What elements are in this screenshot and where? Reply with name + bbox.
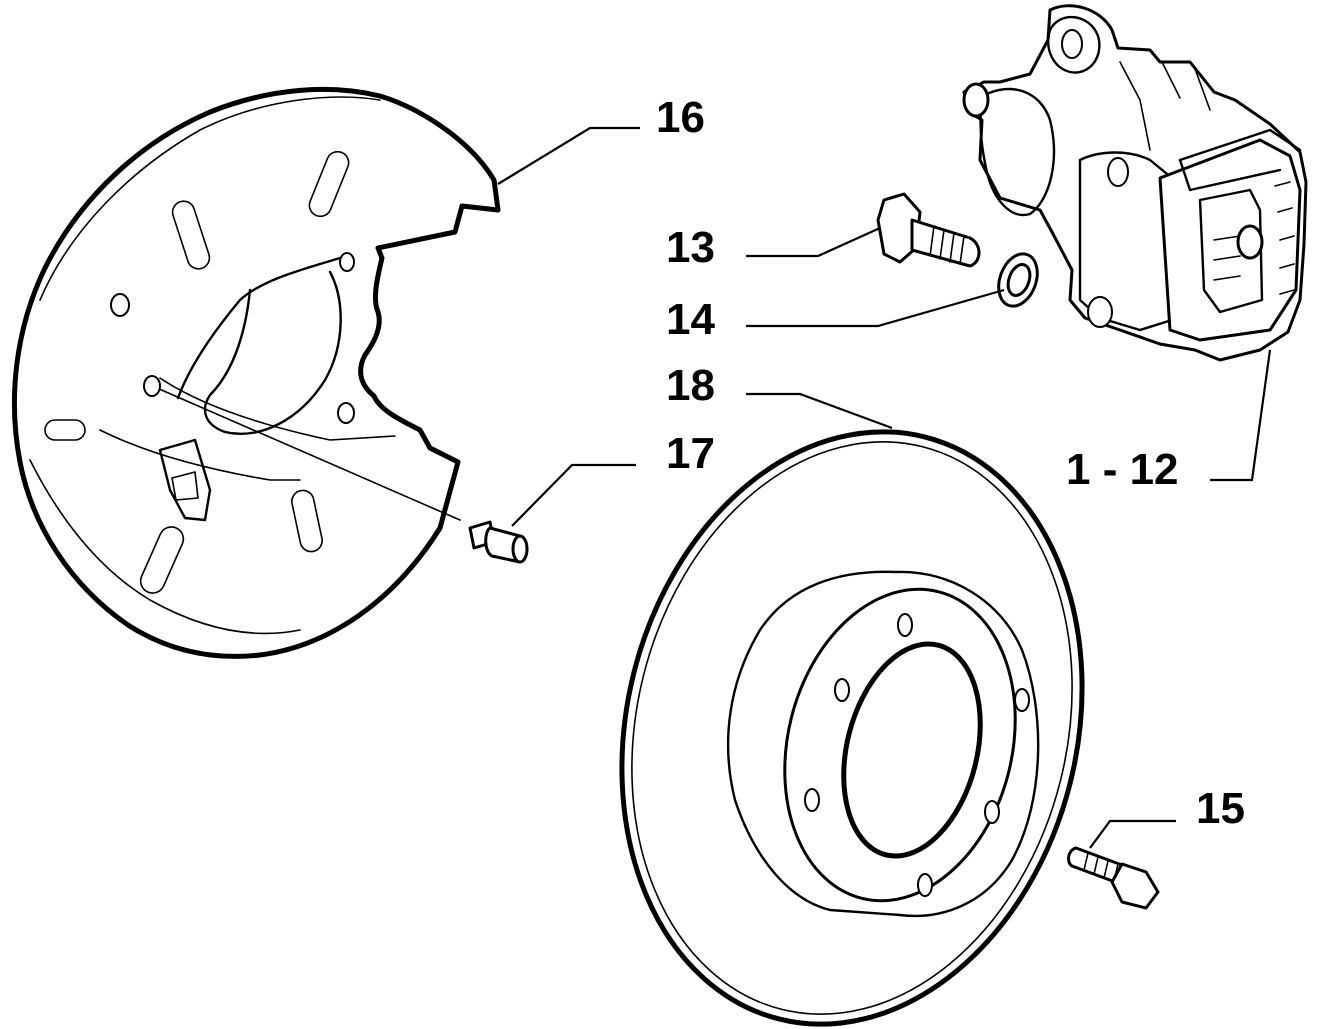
leader-16 — [497, 126, 640, 185]
callout-14: 14 — [666, 295, 715, 344]
shield-screw — [468, 520, 529, 564]
leader-18 — [746, 392, 893, 430]
callout-15: 15 — [1196, 784, 1245, 833]
callout-labels: 16 13 14 18 17 1 - 12 15 — [656, 93, 1245, 833]
leader-1-12 — [1210, 349, 1272, 482]
callout-13: 13 — [666, 223, 715, 272]
callout-16: 16 — [656, 93, 705, 142]
disc-bolt — [1067, 846, 1160, 910]
brake-disc — [619, 429, 1085, 1027]
leader-15 — [1089, 819, 1176, 849]
brake-caliper — [962, 4, 1308, 362]
caliper-bolt — [876, 192, 981, 268]
dust-shield — [11, 86, 501, 659]
leader-13 — [746, 226, 881, 258]
leader-14 — [746, 288, 1005, 328]
callout-1-12: 1 - 12 — [1066, 445, 1179, 494]
callout-18: 18 — [666, 361, 715, 410]
callout-17: 17 — [666, 429, 715, 478]
leader-17 — [511, 463, 636, 527]
caliper-washer — [997, 252, 1039, 308]
leader-lines — [497, 126, 1272, 849]
